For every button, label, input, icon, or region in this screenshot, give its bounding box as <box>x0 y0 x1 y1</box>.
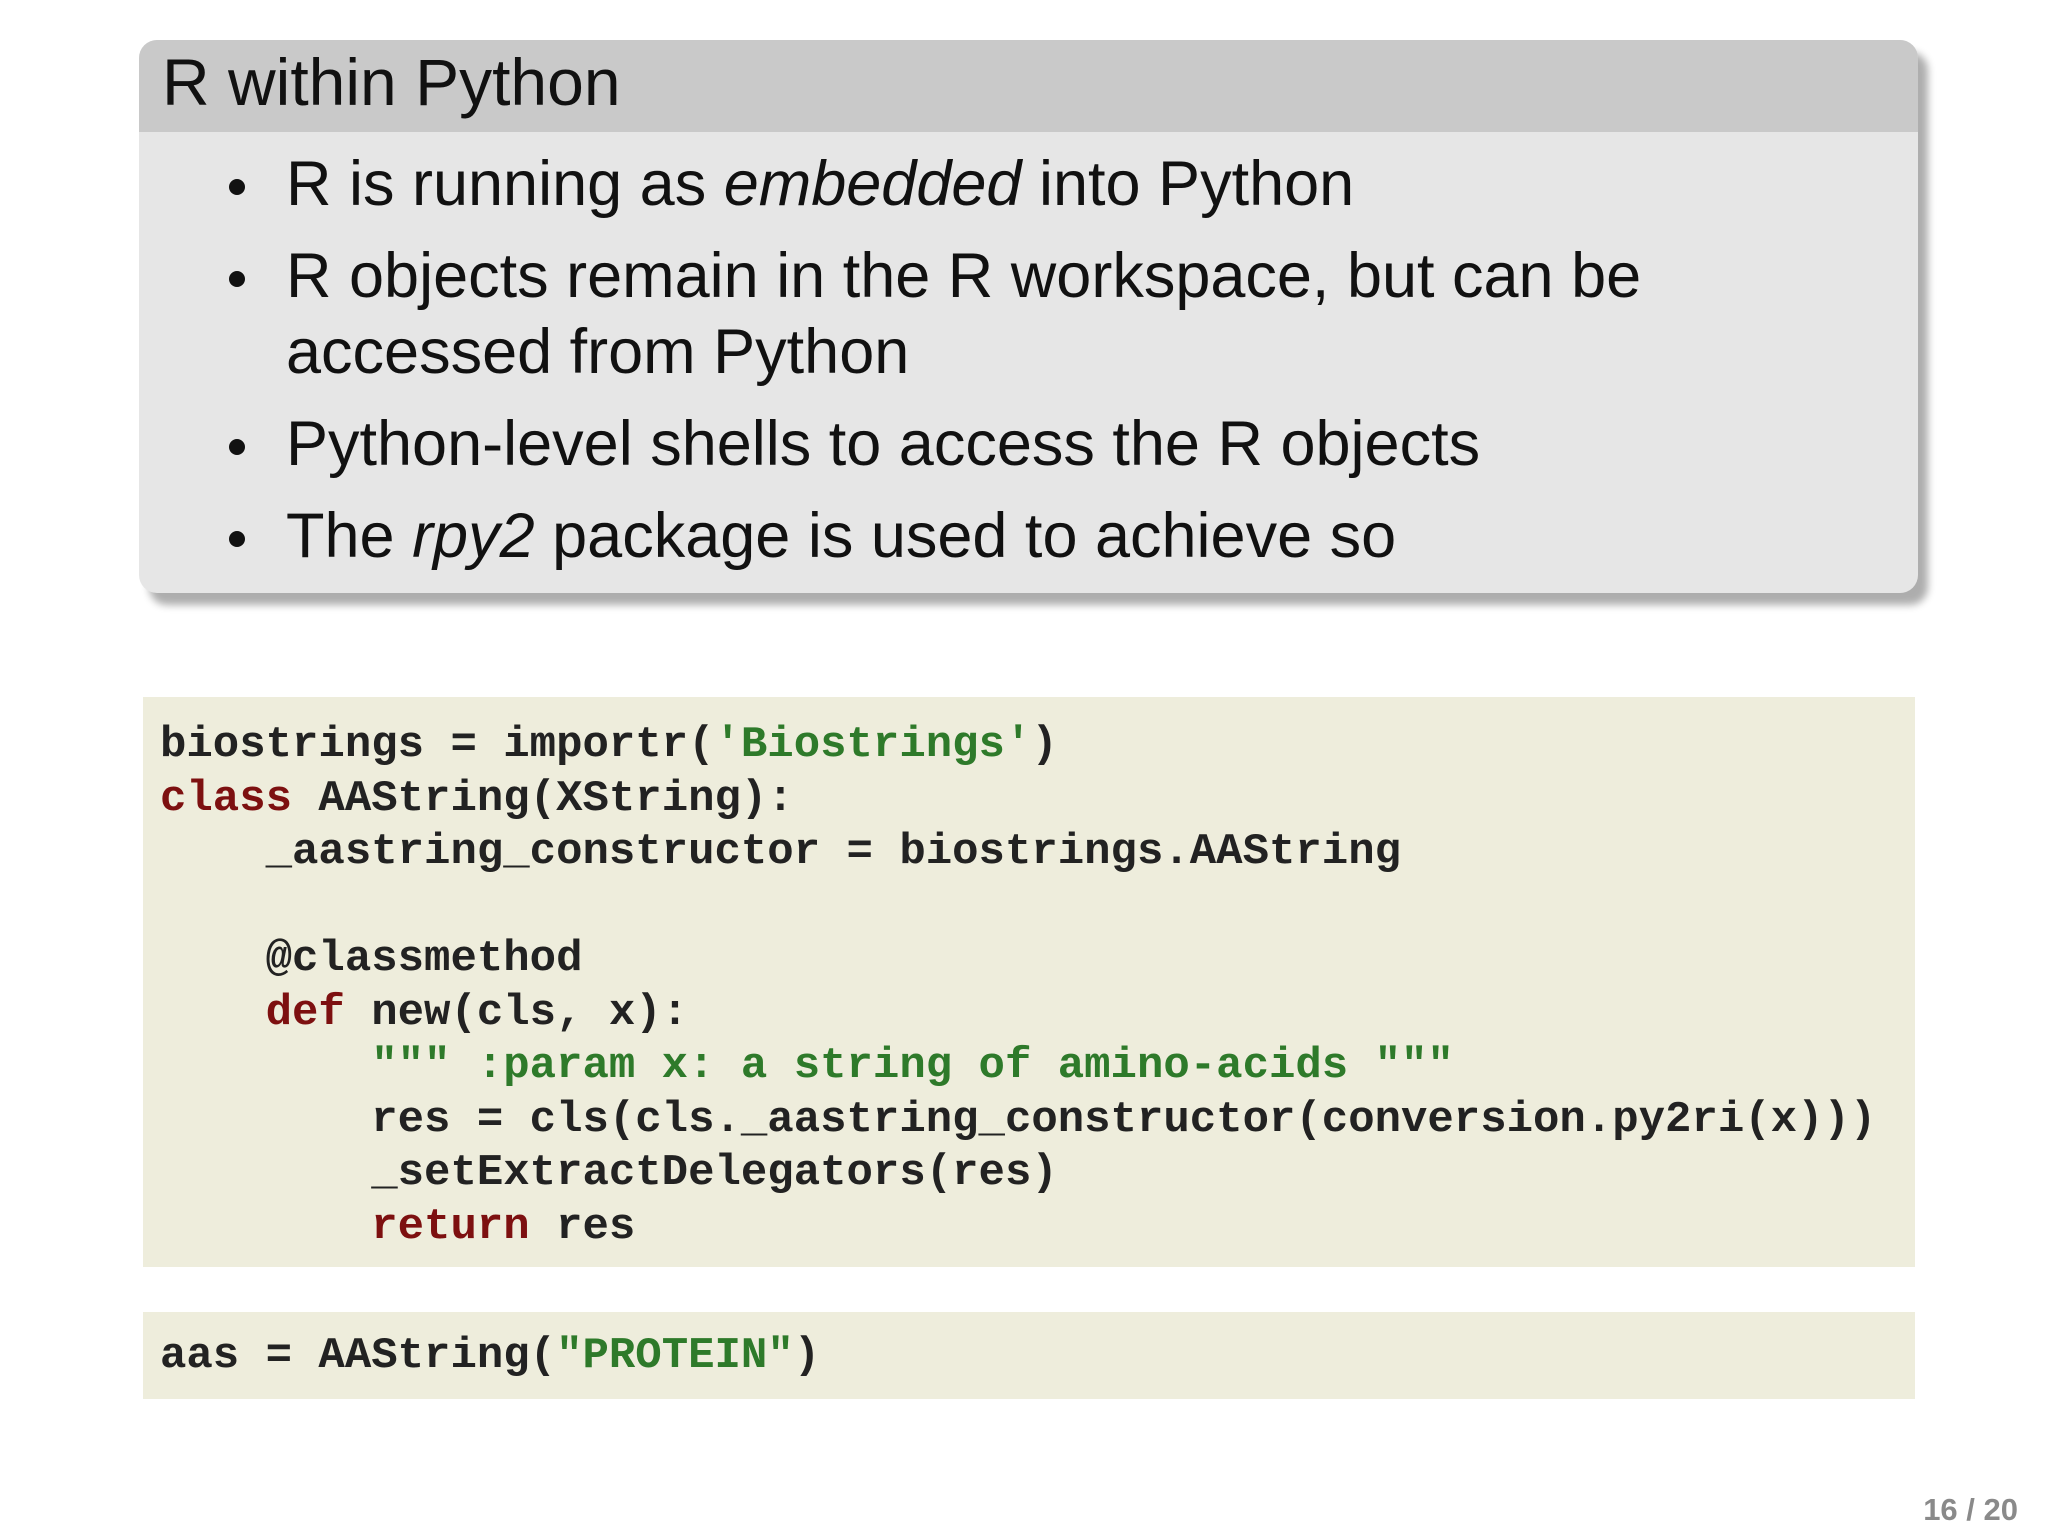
bullet-dot-icon <box>229 439 245 455</box>
bullet-dot-icon <box>229 179 245 195</box>
code-line: biostrings = importr('Biostrings') <box>160 720 1058 770</box>
bullet-dot-icon <box>229 531 245 547</box>
code-line: class AAString(XString): <box>160 773 794 824</box>
code-line: res = cls(cls._aastring_constructor(conv… <box>160 1094 1877 1145</box>
code-line: _setExtractDelegators(res) <box>160 1148 1058 1198</box>
code-line: _aastring_constructor = biostrings.AAStr… <box>160 827 1402 877</box>
bullet-item: The rpy2 package is used to achieve so <box>139 498 1918 574</box>
code-line: """ :param x: a string of amino-acids ""… <box>371 1041 1454 1091</box>
code-line: def new(cls, x): <box>265 987 689 1038</box>
code-line: @classmethod <box>160 934 583 984</box>
code-listing-usage: aas = AAString("PROTEIN") <box>143 1312 1915 1399</box>
code-line: return res <box>371 1201 636 1252</box>
page-number: 16 / 20 <box>1923 1492 2018 1527</box>
bullet-dot-icon <box>229 271 245 287</box>
bullet-item: R is running as embedded into Python <box>139 146 1918 222</box>
bullet-item: R objects remain in the R workspace, but… <box>139 238 1918 390</box>
content-block: R within Python R is running as embedded… <box>139 40 1918 593</box>
slide-title: R within Python <box>162 45 621 119</box>
code-line-blank <box>160 880 1915 934</box>
block-title: R within Python <box>139 40 1918 132</box>
code-line: aas = AAString("PROTEIN") <box>160 1331 821 1381</box>
bullet-list: R is running as embedded into Python R o… <box>139 132 1918 574</box>
bullet-item: Python-level shells to access the R obje… <box>139 406 1918 482</box>
code-listing-class: biostrings = importr('Biostrings') class… <box>143 697 1915 1267</box>
